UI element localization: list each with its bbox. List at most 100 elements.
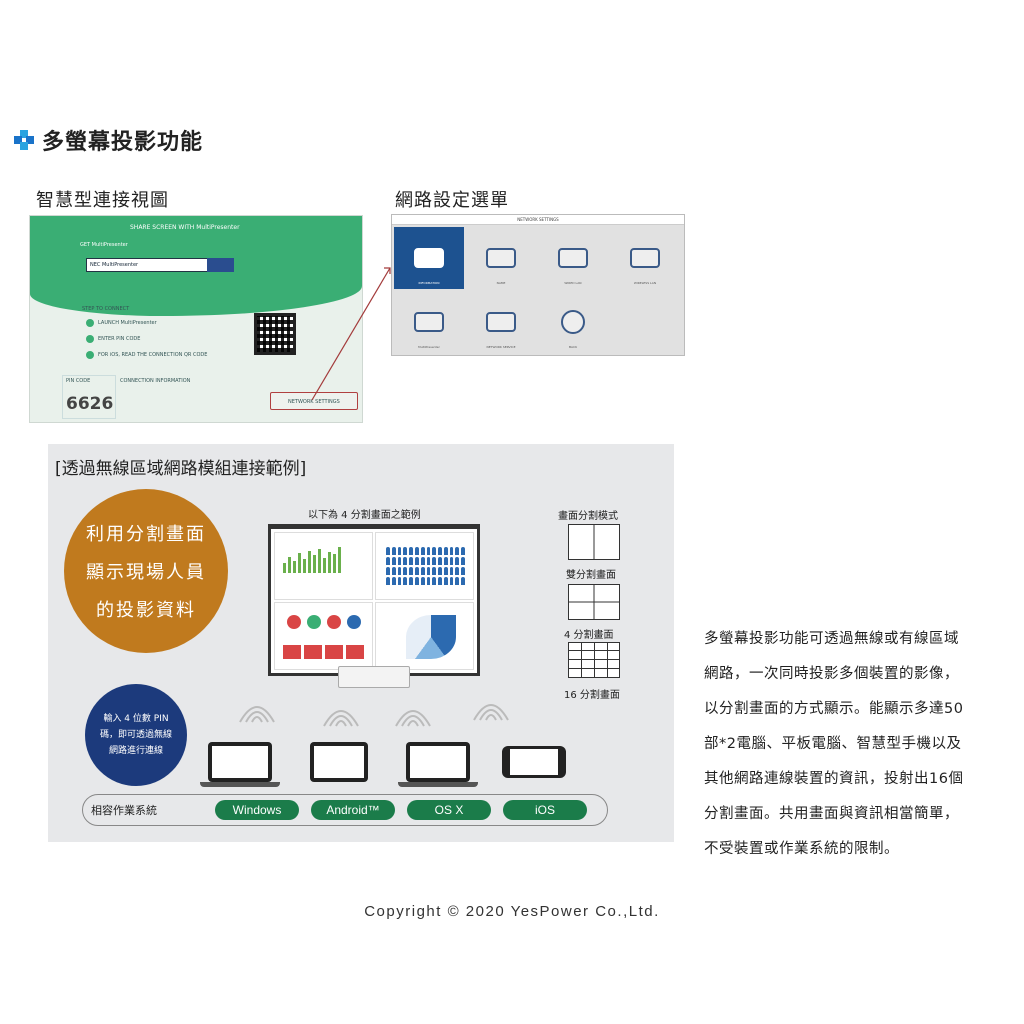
blue-line-3: 網路進行連線 (108, 745, 163, 756)
tile-label: NAME (496, 281, 506, 285)
split-16-icon (568, 642, 620, 678)
macbook-base (398, 782, 478, 787)
os-ios: iOS (503, 800, 587, 820)
steps-title: STEP TO CONNECT (82, 306, 130, 312)
wifi-waves-icon (473, 704, 509, 721)
os-osx: OS X (407, 800, 491, 820)
quadrant-stats (274, 602, 373, 670)
pin-label: PIN CODE (66, 378, 91, 384)
search-value: NEC MultiPresenter (90, 262, 139, 268)
people-chart-icon (386, 547, 465, 585)
projector-icon (338, 666, 410, 688)
tile-label: WIRELESS LAN (633, 281, 657, 285)
tablet-icon (310, 742, 368, 782)
stats-icons (287, 615, 361, 629)
pin-box (62, 375, 116, 419)
projector-name-icon (486, 248, 516, 268)
smartphone-icon (502, 746, 566, 778)
connector-arrow (311, 267, 391, 401)
wireless-lan-icon (630, 248, 660, 268)
tile-multipresenter: MultiPresenter (394, 291, 464, 353)
laptop-base (200, 782, 280, 787)
smart-view-heading: 智慧型連接視圖 (36, 190, 169, 211)
os-compatibility-bar: 相容作業系統 Windows Android™ OS X iOS (82, 794, 608, 826)
tile-name: NAME (466, 227, 536, 289)
multipresenter-icon (414, 312, 444, 332)
section-title-text: 多螢幕投影功能 (42, 130, 204, 155)
description-line: 多螢幕投影功能可透過無線或有線區域 (704, 631, 959, 647)
orange-line-2: 顯示現場人員 (86, 562, 206, 583)
description-line: 分割畫面。共用畫面與資訊相當簡單， (704, 806, 959, 822)
description-line: 以分割畫面的方式顯示。能顯示多達50 (704, 701, 964, 717)
os-windows: Windows (215, 800, 299, 820)
description-line: 部*2電腦、平板電腦、智慧型手機以及 (704, 736, 962, 752)
fan-chart-icon (406, 615, 456, 659)
projection-screen (268, 524, 480, 676)
network-menu-screenshot: NETWORK SETTINGS INFORMATION NAME WIRED … (391, 214, 685, 356)
tile-label: BACK (568, 345, 578, 349)
quadrant-population (375, 532, 474, 600)
pin-value: 6626 (66, 394, 114, 414)
split-2-label: 雙分割畫面 (566, 570, 616, 581)
tile-label: NETWORK SERVICE (486, 345, 516, 349)
description-line: 不受裝置或作業系統的限制。 (704, 841, 899, 857)
stats-boxes (283, 645, 364, 659)
step-3: FOR iOS, READ THE CONNECTION QR CODE (98, 352, 208, 358)
network-menu-heading: 網路設定選單 (395, 190, 509, 211)
macbook-icon (406, 742, 470, 782)
quadrant-bar-chart (274, 532, 373, 600)
blue-line-2: 碼，即可透過無線 (99, 729, 172, 740)
wifi-waves-icon (239, 706, 275, 723)
network-menu-bar: NETWORK SETTINGS (392, 215, 684, 225)
tile-label: MultiPresenter (418, 345, 440, 349)
bar-chart-icon (283, 547, 341, 573)
blue-circle: 輸入 4 位數 PIN 碼，即可透過無線 網路進行連線 (85, 684, 187, 786)
split-4-label: 4 分割畫面 (564, 630, 614, 641)
copyright: Copyright © 2020 YesPower Co.,Ltd. (364, 903, 660, 920)
step-dot-3 (86, 351, 94, 359)
split-modes-title: 畫面分割模式 (558, 511, 618, 522)
network-settings-button (270, 392, 358, 410)
section-title: 多螢幕投影功能 (14, 124, 203, 156)
laptop-icon (208, 742, 272, 782)
info-icon (414, 248, 444, 268)
orange-line-1: 利用分割畫面 (86, 524, 206, 545)
smart-view-banner: SHARE SCREEN WITH MultiPresenter (130, 224, 240, 231)
os-android: Android™ (311, 800, 395, 820)
smart-view-screenshot: SHARE SCREEN WITH MultiPresenter GET Mul… (29, 215, 363, 423)
os-label: 相容作業系統 (91, 804, 157, 817)
step-1: LAUNCH MultiPresenter (98, 320, 157, 326)
search-icon (207, 258, 234, 272)
tile-wireless-lan: WIRELESS LAN (610, 227, 680, 289)
tile-label: WIRED LAN (564, 281, 582, 285)
network-service-icon (486, 312, 516, 332)
description-line: 網路，一次同時投影多個裝置的影像， (704, 666, 959, 682)
back-arrow-icon (561, 310, 585, 334)
connection-info-label: CONNECTION INFORMATION (120, 378, 191, 384)
orange-line-3: 的投影資料 (96, 600, 196, 621)
blue-line-1: 輸入 4 位數 PIN (103, 713, 169, 724)
split-example-label: 以下為 4 分割畫面之範例 (308, 510, 421, 521)
tile-wired-lan: WIRED LAN (538, 227, 608, 289)
quadrant-fan-chart (375, 602, 474, 670)
wired-lan-icon (558, 248, 588, 268)
blue-cross-icon (14, 130, 34, 150)
tile-network-service: NETWORK SERVICE (466, 291, 536, 353)
step-dot-2 (86, 335, 94, 343)
tile-back: BACK (538, 291, 608, 353)
description-text: 多螢幕投影功能可透過無線或有線區域 網路，一次同時投影多個裝置的影像， 以分割畫… (704, 622, 1014, 867)
get-label: GET MultiPresenter (80, 242, 128, 248)
qr-code-icon (254, 313, 296, 355)
tile-information: INFORMATION (394, 227, 464, 289)
step-2: ENTER PIN CODE (98, 336, 141, 342)
network-settings-label: NETWORK SETTINGS (288, 399, 340, 405)
wifi-waves-icon (323, 710, 359, 727)
description-line: 其他網路連線裝置的資訊，投射出16個 (704, 771, 964, 787)
example-title: [透過無線區域網路模組連接範例] (55, 459, 307, 479)
split-16-label: 16 分割畫面 (564, 690, 620, 701)
split-4-icon (568, 584, 620, 620)
wifi-waves-icon (395, 710, 431, 727)
step-dot-1 (86, 319, 94, 327)
tile-label: INFORMATION (418, 281, 440, 285)
orange-circle: 利用分割畫面 顯示現場人員 的投影資料 (64, 489, 228, 653)
